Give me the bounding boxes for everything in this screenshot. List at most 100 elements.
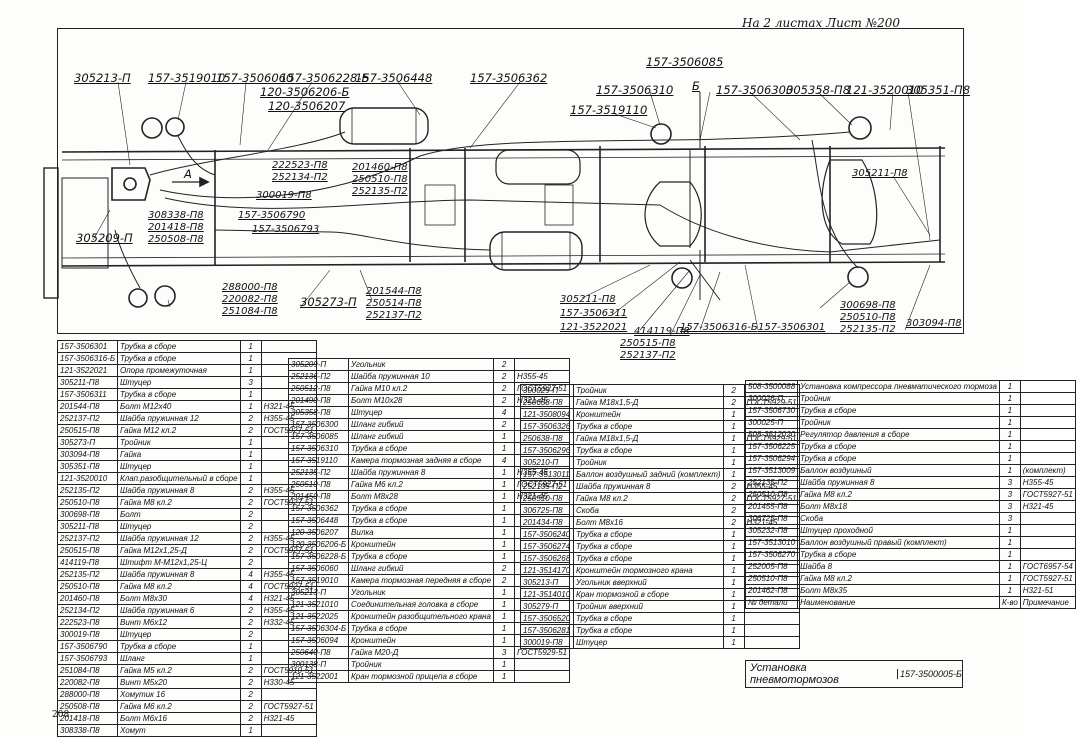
part-number-cell: 121-3514170	[520, 564, 574, 577]
quantity-cell: 1	[239, 364, 262, 377]
quantity-cell: 1	[998, 548, 1021, 561]
standard-cell	[1019, 380, 1076, 393]
standard-cell: ГОСТ5927-51	[1019, 572, 1076, 585]
quantity-cell: 3	[239, 376, 262, 389]
part-number-cell: 252135-П2	[56, 568, 119, 581]
part-name-cell: Угольник вверхний	[573, 576, 724, 589]
part-number-cell: 250510-П8	[56, 496, 119, 509]
part-name-cell: Кронштейн разобщительного крана	[348, 610, 495, 623]
standard-cell: ГОСТ5927-51	[1019, 488, 1076, 501]
part-name-cell: Шайба пружинная 12	[117, 532, 241, 545]
part-number-cell: 222523-П8	[56, 616, 119, 629]
quantity-cell: 2	[239, 484, 262, 497]
part-name-cell: Регулятор давления в сборе	[797, 428, 1000, 441]
part-name-cell: Гайка М6 кл.2	[117, 700, 241, 713]
part-number-cell: 157-3506240	[520, 528, 574, 541]
quantity-cell: 1	[493, 634, 516, 647]
part-number-cell: 157-3506326	[520, 420, 574, 433]
part-number-cell: № детали	[744, 596, 799, 609]
part-number-cell: 157-3506294	[744, 452, 799, 465]
quantity-cell: 4	[493, 454, 516, 467]
quantity-cell: 1	[493, 550, 516, 563]
part-number-cell: 157-3506270	[744, 548, 799, 561]
part-number-cell: 305213-П	[520, 576, 574, 589]
quantity-cell: 2	[493, 382, 516, 395]
quantity-cell: 2	[493, 418, 516, 431]
standard-cell	[1019, 536, 1076, 549]
part-number-cell: 250510-П8	[520, 492, 574, 505]
quantity-cell: 2	[722, 396, 745, 409]
callout-label: 157-3506060	[216, 71, 294, 85]
quantity-cell: 2	[239, 520, 262, 533]
quantity-cell: 1	[239, 400, 262, 413]
part-number-cell: 121-3508094	[520, 408, 574, 421]
standard-cell: (комплект)	[1019, 464, 1076, 477]
part-number-cell: 201455-П8	[744, 500, 799, 513]
quantity-cell: 1	[722, 408, 745, 421]
quantity-cell: 1	[722, 588, 745, 601]
part-name-cell: Гайка М12 кл.2	[117, 424, 241, 437]
part-number-cell: 157-3506268	[520, 552, 574, 565]
part-number-cell: 201434-П8	[520, 516, 574, 529]
part-number-cell: 201450-П8	[287, 490, 350, 503]
quantity-cell: 3	[998, 512, 1021, 525]
callout-label: 157-3506311	[560, 308, 628, 319]
quantity-cell: 1	[239, 460, 262, 473]
quantity-cell: 1	[493, 598, 516, 611]
part-name-cell: Гайка	[117, 448, 241, 461]
quantity-cell: 2	[493, 394, 516, 407]
quantity-cell: 2	[239, 700, 262, 713]
part-name-cell: Гайка М8 кл.2	[797, 572, 1000, 585]
part-number-cell: 252137-П2	[56, 412, 119, 425]
part-name-cell: Трубка в сборе	[573, 528, 724, 541]
quantity-cell: 1	[493, 526, 516, 539]
callout-label: 308338-П8	[148, 210, 204, 221]
part-name-cell: Камера тормозная задняя в сборе	[348, 454, 495, 467]
standard-cell	[514, 658, 571, 671]
part-number-cell: 157-3506274	[520, 540, 574, 553]
quantity-cell: 4	[239, 580, 262, 593]
part-number-cell: 121-3522025	[287, 610, 350, 623]
callout-label: 305211-П8	[852, 168, 908, 179]
part-name-cell: Кронштейн	[348, 634, 495, 647]
quantity-cell: 1	[722, 576, 745, 589]
part-number-cell: 414119-П8	[56, 556, 119, 569]
quantity-cell: 1	[722, 432, 745, 445]
quantity-cell: 1	[493, 670, 516, 683]
part-number-cell: 250638-П8	[520, 432, 574, 445]
quantity-cell: 2	[239, 604, 262, 617]
part-name-cell: Болт М8х30	[117, 592, 241, 605]
callout-label: 157-3506300	[716, 83, 794, 97]
callout-label: 157-3519010	[148, 71, 226, 85]
quantity-cell: 1	[722, 552, 745, 565]
quantity-cell: 3	[998, 488, 1021, 501]
callout-label: 121-3522021	[560, 322, 628, 333]
quantity-cell: 2	[239, 556, 262, 569]
part-name-cell: Шайба пружинная 6	[117, 604, 241, 617]
part-number-cell: 157-3506060	[287, 562, 350, 575]
part-name-cell: Трубка в сборе	[117, 640, 241, 653]
part-number-cell: 252137-П2	[56, 532, 119, 545]
callout-label: 250510-П8	[840, 312, 896, 323]
quantity-cell: 2	[239, 532, 262, 545]
callout-label: 157-3506228-Б	[280, 71, 370, 85]
standard-cell: Н321-45	[1019, 500, 1076, 513]
part-number-cell: 157-3506281	[520, 624, 574, 637]
callout-label: 201460-П8	[352, 162, 408, 173]
part-name-cell: Штуцер	[117, 460, 241, 473]
part-number-cell: 305273-П	[56, 436, 119, 449]
quantity-cell: 2	[239, 664, 262, 677]
part-number-cell: 157-3506296	[520, 444, 574, 457]
